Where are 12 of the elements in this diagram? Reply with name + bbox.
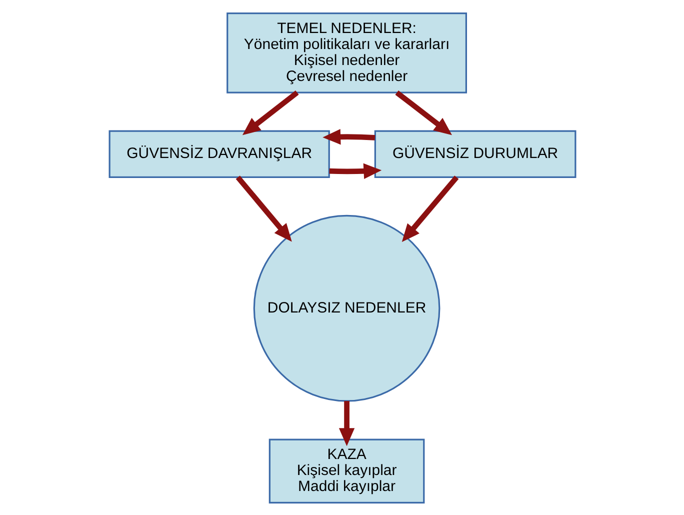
arrow <box>338 400 354 446</box>
node-circle: DOLAYSIZ NEDENLER <box>252 214 440 402</box>
node-box: GÜVENSİZ DURUMLAR <box>374 130 576 178</box>
node-box: TEMEL NEDENLER: Yönetim politikaları ve kararları Kişisel nedenler Çevresel nedenler <box>226 12 466 93</box>
arrow <box>394 90 452 135</box>
node-box: KAZA Kişisel kayıplar Maddi kayıplar <box>268 438 424 504</box>
node-box: GÜVENSİZ DAVRANIŞLAR <box>108 130 330 178</box>
arrow <box>322 128 375 144</box>
arrow <box>401 175 458 242</box>
arrow <box>242 90 298 135</box>
arrow <box>328 162 382 178</box>
arrow <box>235 175 292 242</box>
